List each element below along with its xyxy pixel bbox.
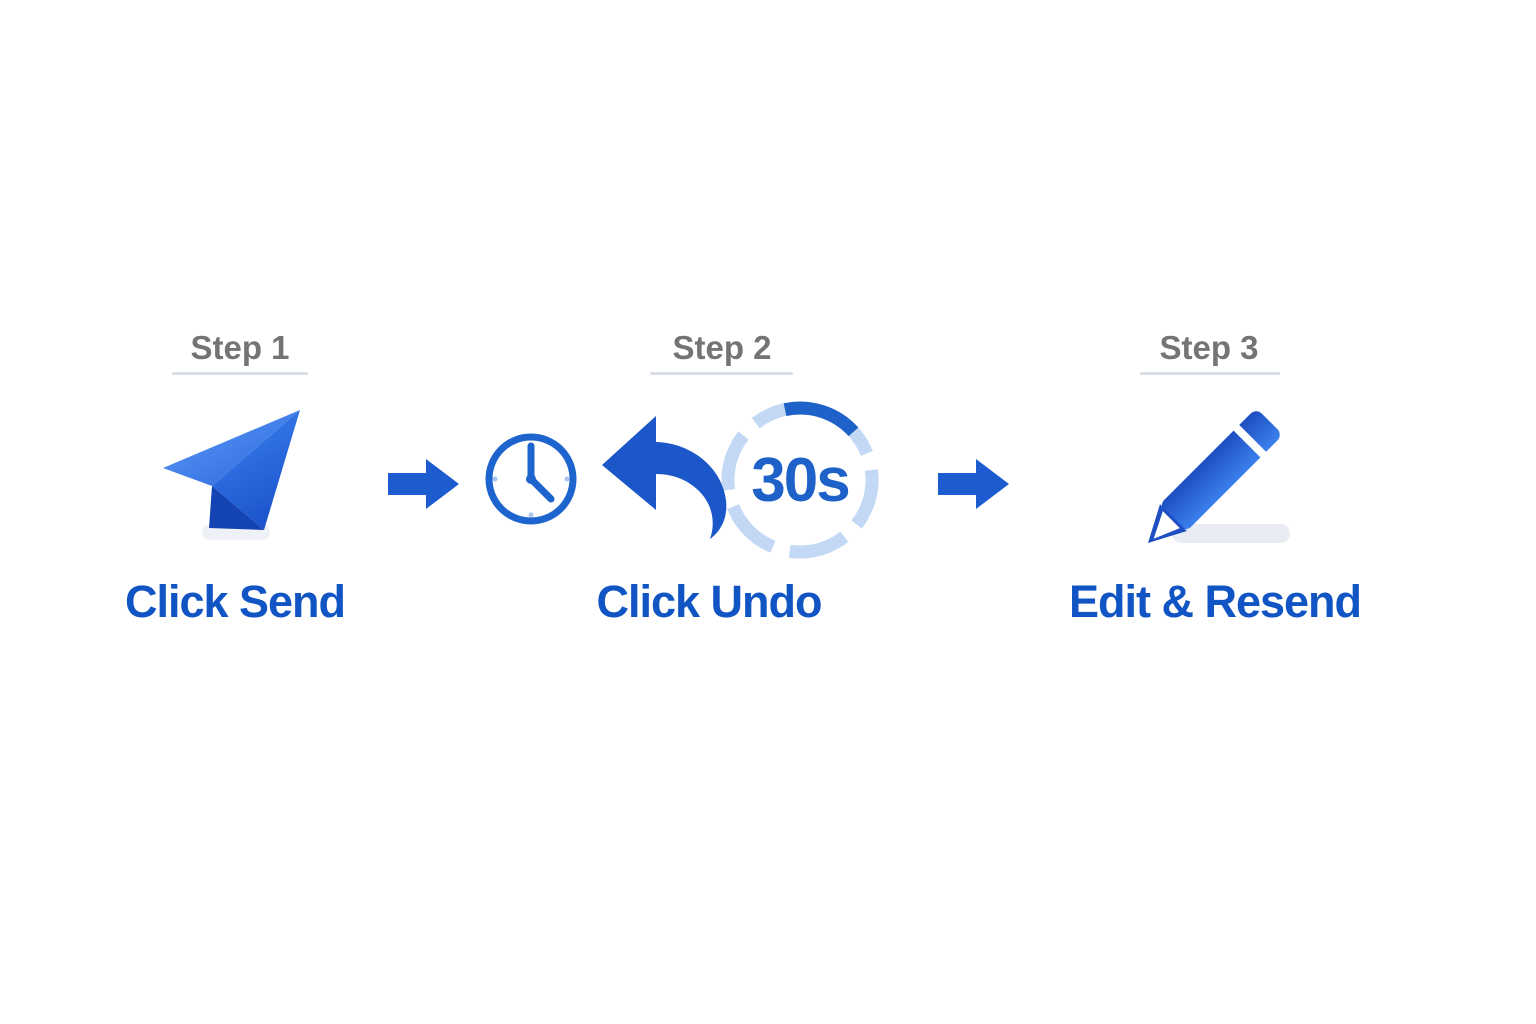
arrow-step1-to-step2-icon bbox=[388, 459, 459, 509]
countdown-ring-icon bbox=[721, 401, 879, 559]
countdown-value: 30s bbox=[751, 445, 850, 515]
clock-face bbox=[485, 433, 577, 525]
step1-label: Step 1 bbox=[190, 329, 290, 366]
step2-caption: Click Undo bbox=[596, 576, 822, 627]
clock-tick-3 bbox=[564, 476, 570, 482]
step2-divider bbox=[650, 372, 793, 375]
pencil-tip-wood bbox=[1153, 511, 1180, 539]
pencil-body bbox=[1161, 411, 1280, 530]
step2-label: Step 2 bbox=[672, 329, 772, 366]
clock-icon bbox=[485, 433, 577, 525]
step1-divider bbox=[172, 372, 308, 375]
plane-main-sail bbox=[212, 410, 300, 530]
plane-fold bbox=[209, 486, 264, 530]
step3-caption: Edit & Resend bbox=[1068, 576, 1362, 627]
step3-divider bbox=[1140, 372, 1280, 375]
pencil-writing-line bbox=[1172, 524, 1290, 543]
clock-center bbox=[526, 474, 536, 484]
pencil-body-group bbox=[1148, 411, 1280, 543]
pencil-icon bbox=[1148, 411, 1290, 543]
undo-arrow-icon bbox=[602, 416, 727, 539]
clock-tick-9 bbox=[492, 476, 498, 482]
step3-label: Step 3 bbox=[1159, 329, 1259, 366]
pencil-cap-band bbox=[1232, 423, 1268, 459]
plane-left-wing bbox=[163, 410, 300, 486]
step1-caption: Click Send bbox=[124, 576, 346, 627]
arrow-step2-to-step3-icon bbox=[938, 459, 1009, 509]
countdown-ring-progress bbox=[783, 401, 859, 437]
paper-plane-icon bbox=[163, 410, 300, 540]
clock-tick-6 bbox=[528, 512, 534, 518]
